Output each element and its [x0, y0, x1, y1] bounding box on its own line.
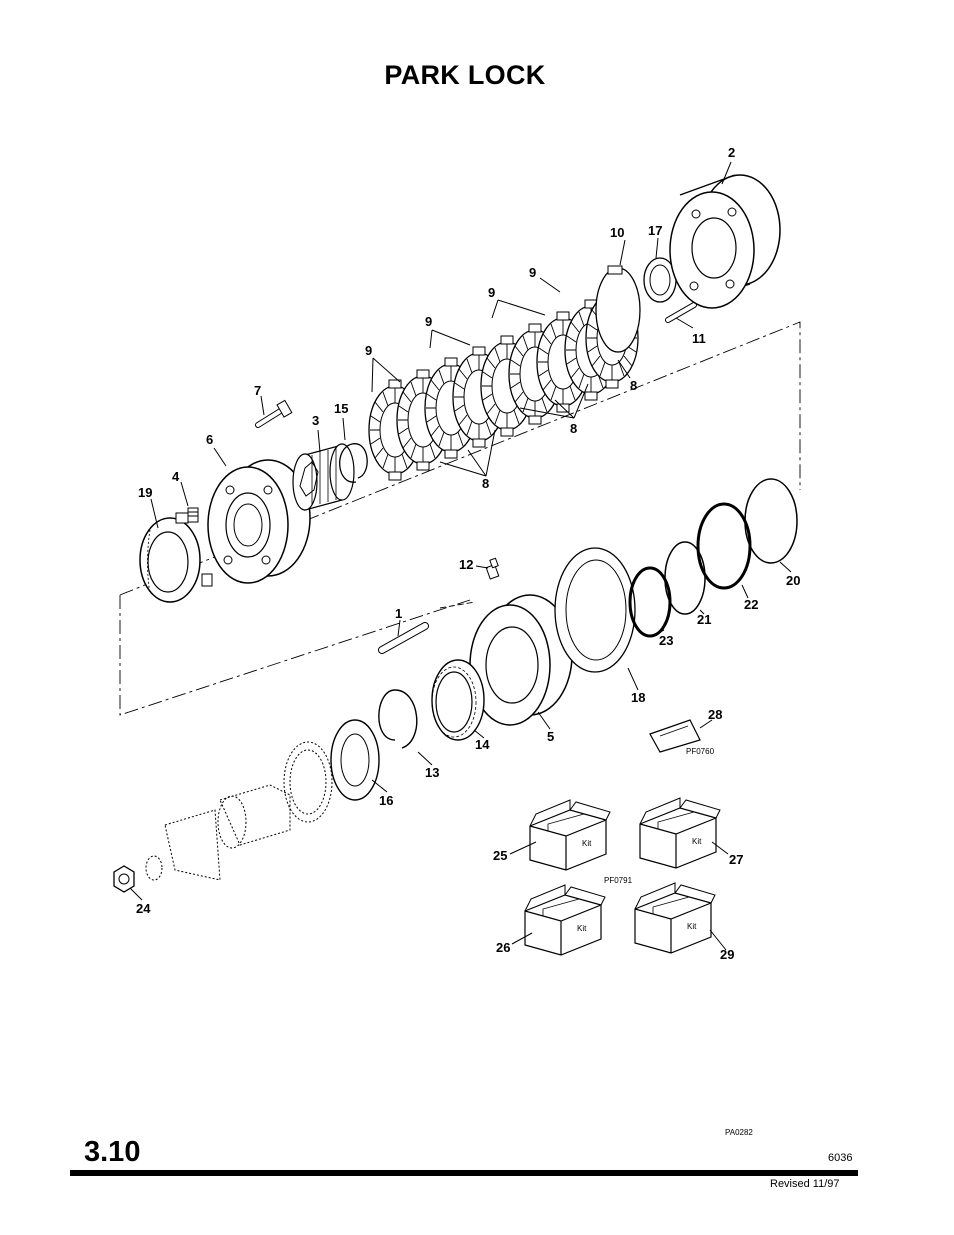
carrier-plate-part-6	[207, 459, 311, 584]
gasket-part-18	[554, 547, 636, 673]
kit-label: Kit	[582, 839, 592, 848]
revised-date: Revised 11/97	[770, 1178, 840, 1190]
bolt-part-4	[187, 507, 199, 523]
o-ring-part-23	[628, 566, 672, 638]
callout-11: 11	[692, 331, 706, 346]
figure-ref-main: PA0282	[725, 1128, 753, 1137]
lock-nut-part-19	[139, 512, 213, 603]
callout-2: 2	[728, 145, 735, 160]
kit-box-part-26	[524, 884, 606, 956]
callout-28: 28	[708, 707, 722, 722]
callout-17: 17	[648, 223, 662, 238]
kit-box-part-25	[529, 799, 611, 871]
bearing-part-14	[431, 659, 485, 741]
kit-box-part-29	[634, 882, 716, 954]
callout-23: 23	[659, 633, 673, 648]
callout-7: 7	[254, 383, 261, 398]
callout-6: 6	[206, 432, 213, 447]
seal-part-16	[330, 719, 380, 801]
callout-14: 14	[475, 737, 490, 752]
callout-13: 13	[425, 765, 439, 780]
callout-4: 4	[172, 469, 180, 484]
callout-9: 9	[488, 285, 495, 300]
callout-19: 19	[138, 485, 152, 500]
callout-26: 26	[496, 940, 510, 955]
callout-18: 18	[631, 690, 645, 705]
nut-part-24	[113, 865, 135, 893]
leader-lines	[129, 161, 792, 951]
housing-part-2	[669, 174, 781, 309]
callout-8: 8	[630, 378, 637, 393]
callout-12: 12	[459, 557, 473, 572]
callout-9: 9	[365, 343, 372, 358]
callouts: 2 10 17 9 9 9 9 11 8 8 8 7 3 15 6 4 19 1…	[136, 145, 800, 962]
backup-ring-part-20	[744, 478, 798, 564]
page-title: PARK LOCK	[384, 60, 546, 90]
callout-1: 1	[395, 606, 402, 621]
document-number: 6036	[828, 1152, 853, 1164]
callout-9: 9	[425, 314, 432, 329]
fitting-part-12	[485, 557, 500, 580]
splined-hub-part-3	[292, 443, 355, 511]
callout-5: 5	[547, 729, 554, 744]
callout-29: 29	[720, 947, 734, 962]
bolt-part-7	[255, 399, 293, 428]
o-ring-part-22	[696, 502, 752, 590]
bolt-part-11	[665, 302, 697, 323]
callout-8: 8	[570, 421, 577, 436]
backup-ring-part-21	[664, 541, 706, 615]
callout-10: 10	[610, 225, 624, 240]
figure-ref-kits: PF0791	[604, 876, 633, 885]
callout-22: 22	[744, 597, 758, 612]
sealant-tube-part-28	[649, 719, 701, 753]
callout-21: 21	[697, 612, 711, 627]
callout-27: 27	[729, 852, 743, 867]
snap-ring-part-15	[339, 443, 368, 483]
callout-24: 24	[136, 901, 151, 916]
callout-20: 20	[786, 573, 800, 588]
kit-box-part-27	[639, 797, 721, 869]
kit-label: Kit	[687, 922, 697, 931]
callout-15: 15	[334, 401, 348, 416]
callout-16: 16	[379, 793, 393, 808]
section-number: 3.10	[84, 1136, 141, 1168]
callout-9: 9	[529, 265, 536, 280]
callout-8: 8	[482, 476, 489, 491]
footer-rule	[70, 1170, 858, 1176]
kit-label: Kit	[692, 837, 702, 846]
callout-3: 3	[312, 413, 319, 428]
bolt-part-1	[378, 622, 429, 654]
seal-part-17	[643, 257, 677, 303]
figure-ref-sealant: PF0760	[686, 747, 715, 756]
snap-ring-part-13	[378, 689, 418, 749]
callout-25: 25	[493, 848, 507, 863]
kit-label: Kit	[577, 924, 587, 933]
pressure-plate-part-10	[595, 265, 641, 353]
yoke-shaft-reference	[145, 741, 333, 881]
